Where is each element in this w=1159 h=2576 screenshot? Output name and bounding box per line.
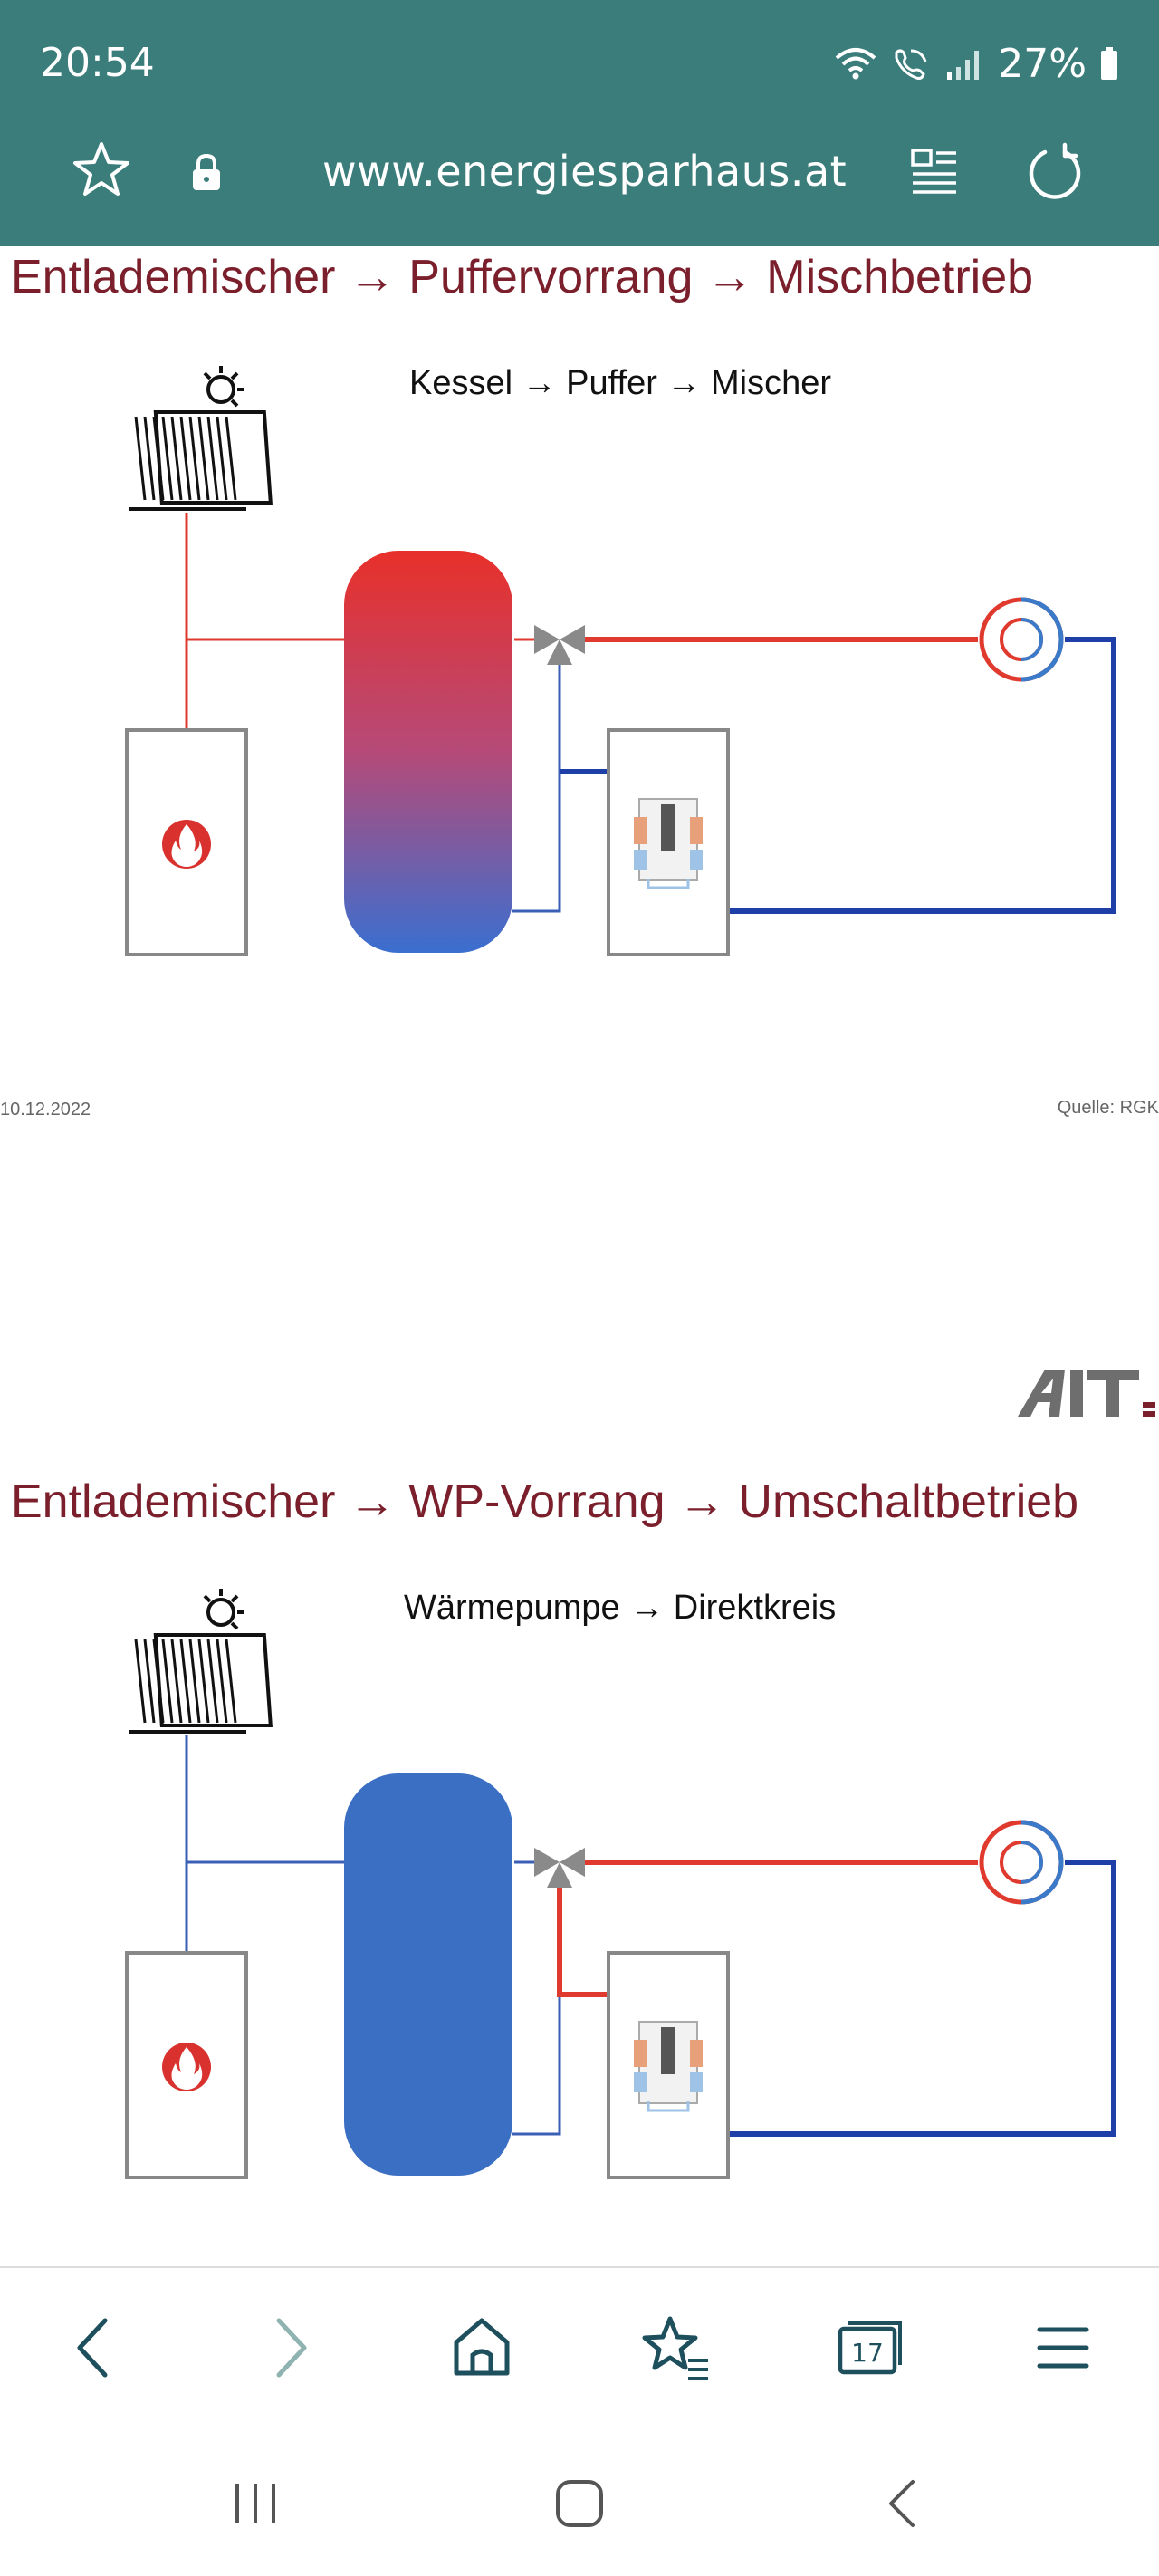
- slide1-diagram: [125, 366, 1116, 956]
- solar-collector-icon: [129, 1589, 273, 1734]
- status-icons: 27%: [833, 36, 1119, 91]
- slide2-diagram: [125, 1589, 1116, 2179]
- home-system-button[interactable]: [525, 2458, 634, 2549]
- home-square-icon: [556, 2480, 603, 2527]
- slide1-title: Entlademischer → Puffervorrang → Mischbe…: [11, 251, 1034, 303]
- url-bar[interactable]: www.energiesparhaus.at: [0, 120, 1159, 228]
- reader-mode-icon[interactable]: [905, 141, 963, 199]
- flame-icon: [162, 820, 211, 869]
- browser-bottom-toolbar: 17: [0, 2268, 1159, 2422]
- lock-icon: [185, 147, 228, 197]
- bookmarks-star-icon: [642, 2316, 708, 2380]
- tab-count: 17: [851, 2338, 884, 2368]
- reload-icon[interactable]: [1023, 139, 1087, 203]
- bookmark-star-icon[interactable]: [69, 138, 134, 203]
- mixing-valve-icon: [534, 1848, 585, 1888]
- wifi-calling-icon: [895, 49, 927, 80]
- heat-consumer-icon: [979, 597, 1064, 682]
- heat-pump-icon: [634, 2021, 703, 2112]
- battery-icon: [1101, 47, 1117, 80]
- system-back-icon: [889, 2480, 915, 2527]
- slide1-date: 10.12.2022: [0, 1100, 91, 1120]
- slide2-title: Entlademischer → WP-Vorrang → Umschaltbe…: [11, 1475, 1079, 1528]
- ait-logo: [1018, 1370, 1155, 1417]
- home-button[interactable]: [436, 2302, 527, 2393]
- back-button[interactable]: [47, 2302, 138, 2393]
- bottom-divider: [0, 2266, 1159, 2268]
- hamburger-menu-icon: [1037, 2327, 1089, 2369]
- bookmarks-button[interactable]: [630, 2302, 721, 2393]
- recent-apps-button[interactable]: [201, 2458, 310, 2549]
- buffer-tank: [344, 1773, 512, 2176]
- solar-collector-icon: [129, 366, 273, 511]
- system-back-button[interactable]: [849, 2458, 958, 2549]
- heat-pump-icon: [634, 798, 703, 889]
- system-navigation-bar: [0, 2422, 1159, 2576]
- flame-icon: [162, 2043, 211, 2091]
- boiler-box: [125, 728, 248, 956]
- chevron-left-icon: [77, 2318, 108, 2378]
- signal-icon: [947, 51, 980, 80]
- menu-button[interactable]: [1018, 2302, 1108, 2393]
- slide1-caption: Kessel → Puffer → Mischer: [409, 364, 832, 402]
- buffer-tank: [344, 551, 512, 953]
- heat-consumer-icon: [979, 1820, 1064, 1905]
- tabs-button[interactable]: 17: [824, 2302, 915, 2393]
- url-text[interactable]: www.energiesparhaus.at: [322, 147, 848, 196]
- recent-apps-icon: [235, 2484, 275, 2523]
- slide2-caption: Wärmepumpe → Direktkreis: [404, 1589, 837, 1627]
- forward-button[interactable]: [246, 2302, 337, 2393]
- wifi-icon: [835, 48, 876, 80]
- tabs-icon: 17: [838, 2321, 902, 2375]
- heat-pump-box: [607, 1951, 730, 2179]
- browser-top-bar: 20:54 27%: [0, 0, 1159, 246]
- slide1-source: Quelle: RGK: [1057, 1098, 1159, 1118]
- battery-percent: 27%: [998, 40, 1087, 87]
- mixing-valve-icon: [534, 625, 585, 665]
- status-time: 20:54: [40, 40, 155, 86]
- chevron-right-icon: [276, 2318, 307, 2378]
- home-icon: [454, 2318, 510, 2376]
